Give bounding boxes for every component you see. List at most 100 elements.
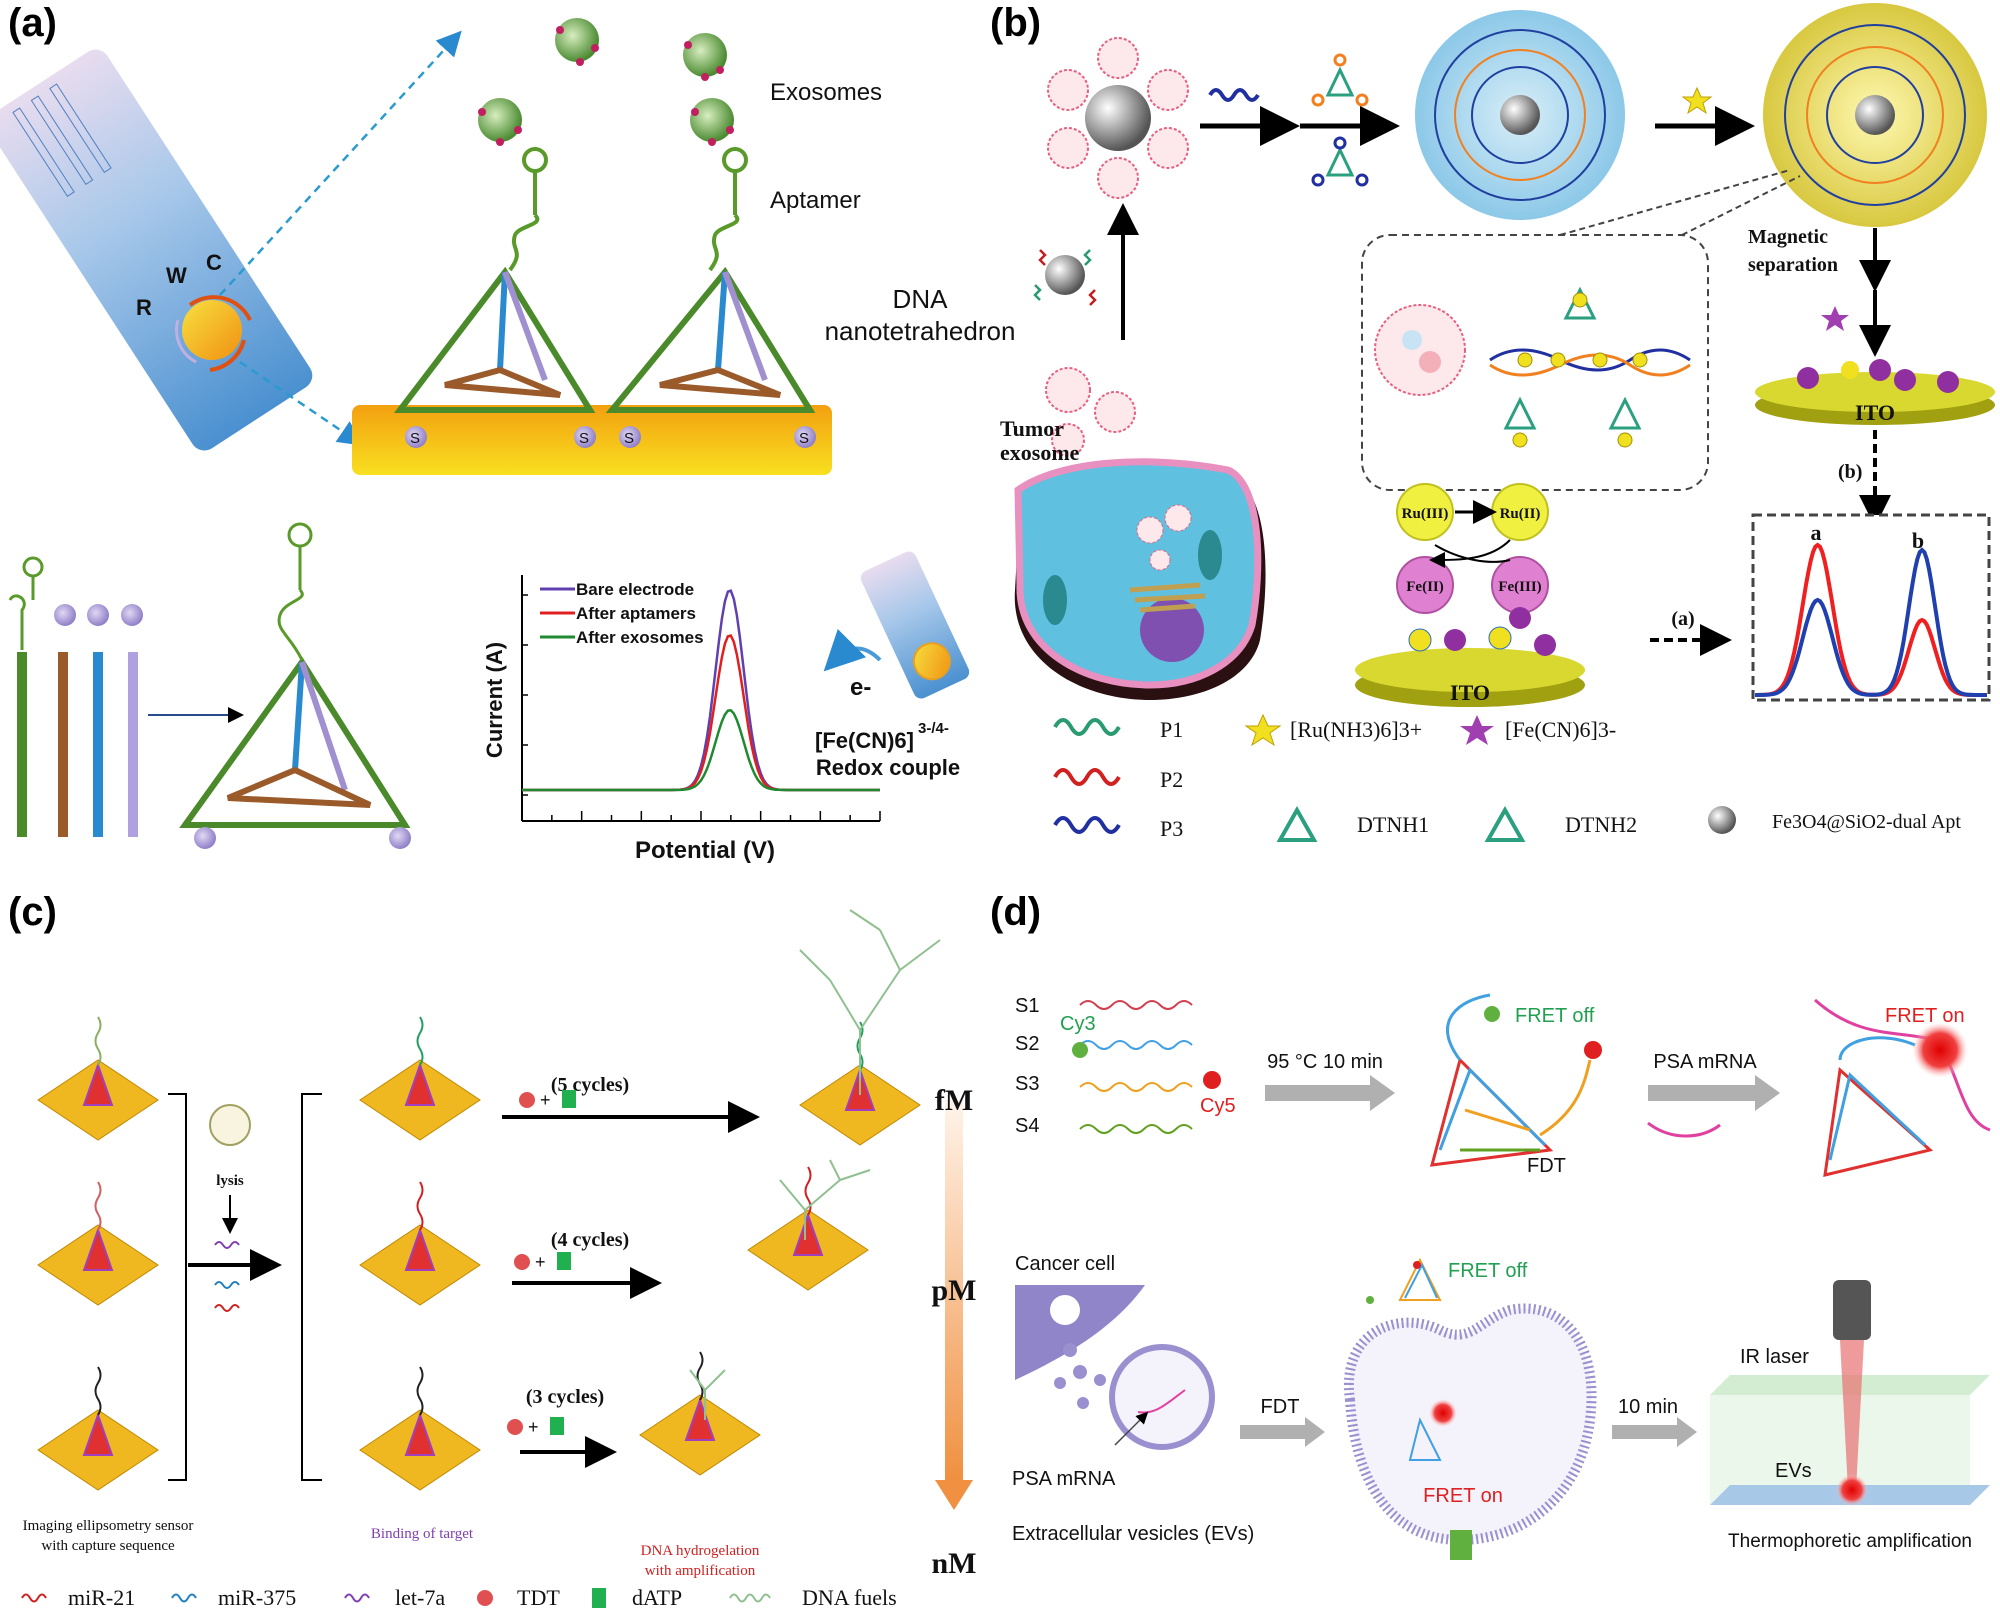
np-legend-icon <box>1708 806 1736 834</box>
fdt-step-label: FDT <box>1261 1396 1300 1418</box>
legend-nanoparticle: Fe3O4@SiO2-dual Apt <box>1772 811 1961 833</box>
signal-curve-blue <box>1755 547 1987 697</box>
pointer-arrow <box>1114 1411 1149 1446</box>
cycles-3-label: (3 cycles) <box>526 1386 604 1408</box>
legend-after-exosomes: After exosomes <box>576 628 704 647</box>
hybridization-arrow <box>1648 1075 1780 1111</box>
legend-after-aptamers: After aptamers <box>576 604 696 623</box>
bracket-right <box>301 1093 322 1481</box>
mir375-swatch <box>171 1593 197 1603</box>
inset-connector <box>1681 175 1801 236</box>
ir-laser-beam <box>1840 1340 1864 1490</box>
fret-on-label: FRET on <box>1885 1005 1965 1027</box>
caption-hydrogel-line2: with amplification <box>645 1563 756 1579</box>
dna-tetrahedron-1 <box>393 266 596 413</box>
concentration-gradient-arrow <box>945 1100 963 1480</box>
tumor-exosome-label-line2: exosome <box>1000 440 1080 465</box>
cell-lysis-icon <box>209 1104 251 1146</box>
assembled-network-blue <box>1415 10 1625 220</box>
thiol-icon <box>389 827 411 849</box>
ru-star-icon <box>1681 86 1713 115</box>
dna-tetrahedron-probe <box>404 1226 436 1271</box>
capture-strand <box>696 1351 704 1401</box>
dpv-chart: Bare electrode After aptamers After exos… <box>482 575 881 864</box>
electrode-label-r: R <box>136 295 152 320</box>
redox-charge: 3-/4- <box>918 720 949 737</box>
p3-strand-icon <box>1208 88 1260 102</box>
dtnh1-icon <box>1276 805 1318 842</box>
time-step-label: 10 min <box>1618 1396 1678 1418</box>
ito-label-top: ITO <box>1855 400 1895 425</box>
psa-mrna-strand <box>1647 1121 1721 1138</box>
capture-strand <box>416 1016 424 1066</box>
path-b-label: (b) <box>1838 461 1862 483</box>
legend-datp: dATP <box>632 1585 682 1610</box>
panel-c: (c) lysis (5 cycles) (4 cycles) (3 cycle… <box>8 890 977 1610</box>
fdt-inside <box>1408 1417 1442 1461</box>
panel-a-label: (a) <box>8 1 57 45</box>
panel-a: (a) W C R <box>0 1 1015 864</box>
cy5-dye-icon <box>1203 1071 1221 1089</box>
capture-strand <box>416 1366 424 1416</box>
legend-mir375: miR-375 <box>218 1585 296 1610</box>
cy3-dye-icon <box>1484 1006 1500 1022</box>
fe-complex-icon <box>1460 715 1494 745</box>
let7a-swatch <box>344 1593 370 1603</box>
membrane-protein-icon <box>1450 1530 1472 1560</box>
legend-mir21: miR-21 <box>68 1585 135 1610</box>
fret-on-glow-2 <box>1429 1399 1457 1427</box>
panel-c-legend: miR-21 miR-375 let-7a TDT dATP DNA fuels <box>21 1585 897 1610</box>
aptamer-strands <box>508 147 748 272</box>
fdt-structure <box>1429 993 1592 1167</box>
ev-cluster-glow <box>1836 1474 1868 1506</box>
hydrogel-trees <box>689 909 941 1420</box>
concentration-arrowhead <box>935 1480 973 1510</box>
capture-strand <box>856 1021 864 1071</box>
mir21-swatch <box>21 1593 47 1603</box>
electron-label: e- <box>850 674 871 701</box>
x-axis-label: Potential (V) <box>635 837 775 864</box>
strand-s2-label: S2 <box>1015 1033 1039 1055</box>
dna-fuels-swatch <box>729 1593 771 1603</box>
panel-b-legend: P1 P2 P3 [Ru(NH3)6]3+ [Fe(CN)6]3- DTNH1 … <box>1053 713 1961 842</box>
conc-pm: pM <box>932 1274 977 1307</box>
tumor-exosomes <box>1045 367 1136 457</box>
capture-strand <box>94 1016 102 1066</box>
svg-text:+: + <box>540 1090 551 1110</box>
cy3-dye-icon <box>1366 1296 1374 1304</box>
ito-electrode-top <box>1755 359 1995 425</box>
redox-formula: [Fe(CN)6] <box>815 728 914 753</box>
np-exosome-complex <box>1047 37 1189 199</box>
ito-electrode-bottom <box>1355 607 1585 707</box>
fret-off-label: FRET off <box>1515 1005 1595 1027</box>
legend-ru-complex: [Ru(NH3)6]3+ <box>1290 717 1422 742</box>
magnetic-separation-line2: separation <box>1748 254 1838 276</box>
ru3-label: Ru(III) <box>1402 506 1449 522</box>
thiol-icon <box>194 827 216 849</box>
tetrahedron-label-line2: nanotetrahedron <box>825 316 1016 346</box>
svg-text:+: + <box>528 1417 539 1437</box>
mir375-strand <box>214 1281 240 1289</box>
fret-on-label-2: FRET on <box>1423 1485 1503 1507</box>
mini-electrode-icon <box>860 551 970 699</box>
capture-strand <box>416 1181 424 1231</box>
strand-s4-label: S4 <box>1015 1115 1039 1137</box>
svg-text:+: + <box>535 1252 546 1272</box>
legend-dna-fuels: DNA fuels <box>802 1585 897 1610</box>
conc-nm: nM <box>932 1547 977 1580</box>
let7a-strand <box>214 1241 240 1249</box>
lysis-label: lysis <box>216 1173 244 1189</box>
assembled-tetrahedron <box>179 522 411 828</box>
strand-s1-label: S1 <box>1015 995 1039 1017</box>
legend-bare-electrode: Bare electrode <box>576 580 694 599</box>
thiol-groups: S S S S <box>405 426 816 448</box>
fdt-entering <box>1398 1257 1442 1301</box>
fdt-step-arrow <box>1240 1417 1325 1447</box>
vesicle-membrane <box>1343 1303 1597 1546</box>
fe-star-icon <box>1821 306 1849 331</box>
psa-mrna-label: PSA mRNA <box>1653 1051 1757 1073</box>
dtnh-icons <box>1311 53 1369 187</box>
heating-step-label: 95 °C 10 min <box>1267 1051 1383 1073</box>
screen-printed-electrode <box>0 49 313 451</box>
